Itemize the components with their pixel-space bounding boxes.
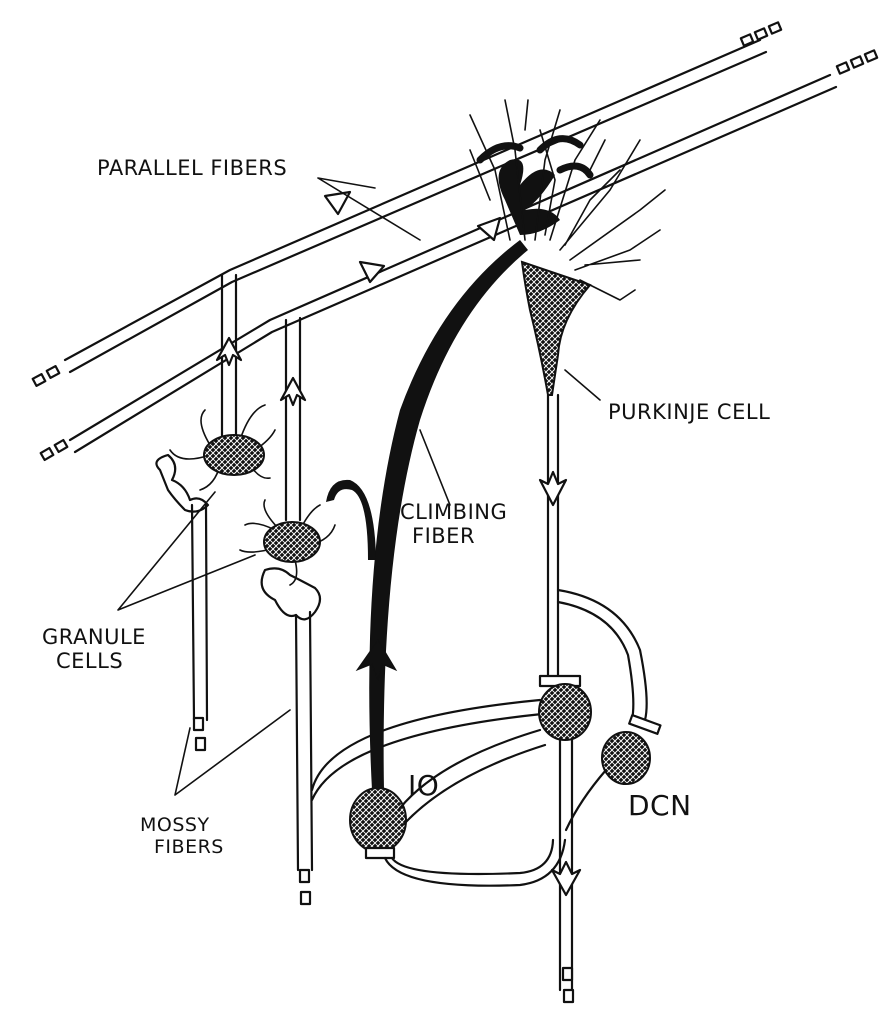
dcn-cell-secondary bbox=[564, 731, 651, 832]
mossy-fibers-label-line2: FIBERS bbox=[154, 835, 224, 858]
parallel-fiber-upper bbox=[31, 21, 783, 387]
mossy-fiber-right bbox=[294, 610, 544, 906]
climbing-fiber-label: CLIMBING FIBER bbox=[400, 500, 507, 548]
io-nucleus bbox=[349, 728, 567, 887]
purkinje-cell-label: PURKINJE CELL bbox=[608, 400, 771, 424]
parallel-fiber-arrow-upper bbox=[323, 190, 352, 216]
granule-axon-left bbox=[215, 273, 243, 442]
parallel-fibers-label: PARALLEL FIBERS bbox=[97, 156, 288, 180]
granule-cell-upper bbox=[169, 404, 276, 491]
io-label: IO bbox=[408, 769, 440, 802]
parallel-fiber-lower bbox=[39, 49, 879, 462]
parallel-fiber-arrow-lower bbox=[358, 216, 502, 284]
climbing-fiber-label-line1: CLIMBING bbox=[400, 500, 508, 524]
purkinje-cell bbox=[469, 99, 666, 735]
mossy-rosette-right bbox=[260, 567, 322, 621]
dcn-cell-main bbox=[538, 683, 592, 1004]
granule-cells-label-line1: GRANULE bbox=[42, 625, 146, 649]
granule-axon-right bbox=[279, 316, 307, 522]
granule-cells-label: GRANULE CELLS bbox=[42, 625, 146, 673]
mossy-fiber-left bbox=[190, 503, 209, 752]
dcn-label: DCN bbox=[628, 789, 692, 822]
mossy-fibers-label: MOSSY FIBERS bbox=[140, 814, 224, 859]
label-pointers bbox=[117, 177, 601, 796]
climbing-fiber-label-line2: FIBER bbox=[412, 524, 476, 549]
climbing-fiber bbox=[326, 135, 594, 790]
mossy-fibers-label-line1: MOSSY bbox=[140, 814, 210, 836]
mossy-rosette-left bbox=[155, 453, 210, 513]
granule-cells-label-line2: CELLS bbox=[56, 649, 124, 674]
granule-cell-lower bbox=[239, 499, 336, 586]
